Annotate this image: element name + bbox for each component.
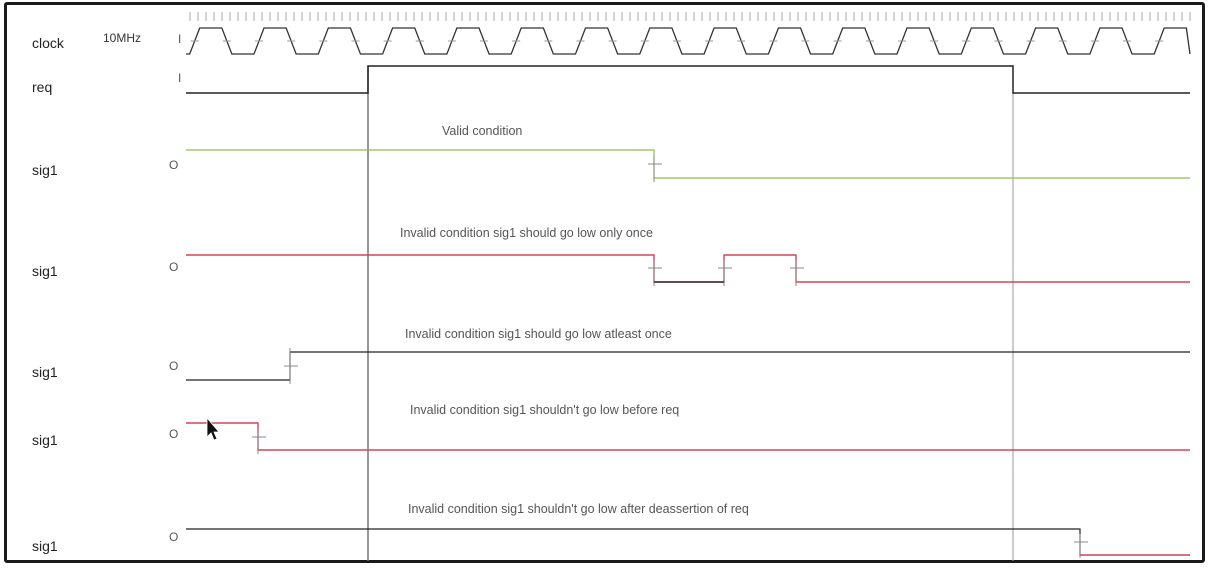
- signal-name-req: req: [32, 79, 52, 95]
- sig1-c-init-value: O: [169, 359, 178, 373]
- sig1-a-waveform: [186, 149, 1190, 179]
- clock-init-value: I: [178, 32, 181, 46]
- annotation-low-only-once: Invalid condition sig1 should go low onl…: [400, 226, 653, 240]
- req-init-value: I: [178, 71, 181, 85]
- sig1-c-edge-marker: [284, 348, 298, 384]
- signal-name-sig1-c: sig1: [32, 364, 58, 380]
- annotation-not-after-deassert: Invalid condition sig1 shouldn't go low …: [408, 502, 749, 516]
- clock-frequency: 10MHz: [103, 31, 141, 45]
- annotation-not-before-req: Invalid condition sig1 shouldn't go low …: [410, 403, 679, 417]
- time-ruler: [189, 12, 1191, 21]
- annotation-low-atleast-once: Invalid condition sig1 should go low atl…: [405, 327, 672, 341]
- signal-name-sig1-b: sig1: [32, 263, 58, 279]
- sig1-b-waveform: [186, 254, 1190, 283]
- sig1-d-waveform: [186, 422, 1190, 451]
- signal-name-sig1-e: sig1: [32, 538, 58, 554]
- signal-name-sig1-a: sig1: [32, 162, 58, 178]
- sig1-a-init-value: O: [169, 158, 178, 172]
- signal-name-sig1-d: sig1: [32, 432, 58, 448]
- req-waveform: [186, 65, 1190, 94]
- sig1-a-edge-marker: [648, 156, 662, 182]
- sig1-e-init-value: O: [169, 530, 178, 544]
- sig1-d-edge-marker: [252, 429, 266, 454]
- sig1-e-waveform: [186, 528, 1190, 556]
- sig1-e-edge-marker: [1074, 534, 1088, 558]
- sig1-d-init-value: O: [169, 427, 178, 441]
- signal-name-clock: clock: [32, 35, 65, 51]
- sig1-b-init-value: O: [169, 260, 178, 274]
- mouse-pointer-icon: [206, 416, 220, 441]
- annotation-valid: Valid condition: [442, 124, 522, 138]
- clock-waveform: [186, 27, 1191, 55]
- sig1-c-waveform: [186, 351, 1190, 381]
